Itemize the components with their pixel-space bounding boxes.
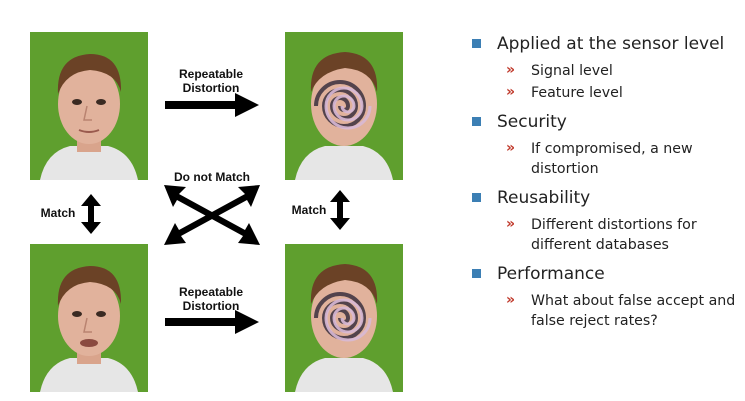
sub-bullet-text: What about false accept and false reject… — [531, 293, 735, 329]
bullet-item: Applied at the sensor level » Signal leve… — [470, 34, 742, 103]
bullet-text: Performance — [497, 264, 605, 284]
distorted-face-bottom — [285, 244, 403, 392]
square-bullet-icon — [472, 117, 481, 126]
sub-bullet-list: » Different distortions for different dat… — [497, 215, 742, 255]
chevron-bullet-icon: » — [506, 138, 515, 158]
bullet-item: Reusability » Different distortions for d… — [470, 188, 742, 255]
bottom-distortion-arrow — [165, 309, 261, 335]
distorted-face-top — [285, 32, 403, 180]
distorted-face-image — [285, 32, 403, 180]
chevron-bullet-icon: » — [506, 60, 515, 80]
sub-bullet-item: » Different distortions for different dat… — [497, 215, 742, 255]
square-bullet-icon — [472, 193, 481, 202]
sub-bullet-list: » Signal level » Feature level — [497, 61, 742, 103]
bullet-text: Reusability — [497, 188, 590, 208]
left-match-arrow — [80, 194, 102, 234]
bullet-item: Security » If compromised, a new distorti… — [470, 112, 742, 179]
sub-bullet-text: Feature level — [531, 85, 623, 101]
sub-bullet-item: » Feature level — [497, 83, 742, 103]
original-face-bottom — [30, 244, 148, 392]
square-bullet-icon — [472, 39, 481, 48]
face-image — [30, 244, 148, 392]
right-match-label: Match — [287, 203, 331, 217]
top-distortion-label: Repeatable Distortion — [168, 67, 254, 95]
do-not-match-label: Do not Match — [162, 170, 262, 184]
left-match-label: Match — [36, 206, 80, 220]
chevron-bullet-icon: » — [506, 290, 515, 310]
top-distortion-arrow — [165, 92, 261, 118]
sub-bullet-list: » What about false accept and false rejec… — [497, 291, 742, 331]
distorted-face-image — [285, 244, 403, 392]
face-image — [30, 32, 148, 180]
chevron-bullet-icon: » — [506, 214, 515, 234]
square-bullet-icon — [472, 269, 481, 278]
sub-bullet-item: » Signal level — [497, 61, 742, 81]
sub-bullet-item: » If compromised, a new distortion — [497, 139, 742, 179]
bullet-text: Applied at the sensor level — [497, 34, 724, 54]
sub-bullet-text: Different distortions for different data… — [531, 217, 697, 253]
sub-bullet-text: Signal level — [531, 63, 613, 79]
do-not-match-cross-arrows — [164, 185, 260, 245]
sub-bullet-item: » What about false accept and false rejec… — [497, 291, 742, 331]
bullet-text: Security — [497, 112, 567, 132]
sub-bullet-list: » If compromised, a new distortion — [497, 139, 742, 179]
sub-bullet-text: If compromised, a new distortion — [531, 141, 693, 177]
bullet-item: Performance » What about false accept and… — [470, 264, 742, 331]
right-match-arrow — [329, 190, 351, 230]
original-face-top — [30, 32, 148, 180]
bullet-list: Applied at the sensor level » Signal leve… — [470, 34, 742, 331]
chevron-bullet-icon: » — [506, 82, 515, 102]
